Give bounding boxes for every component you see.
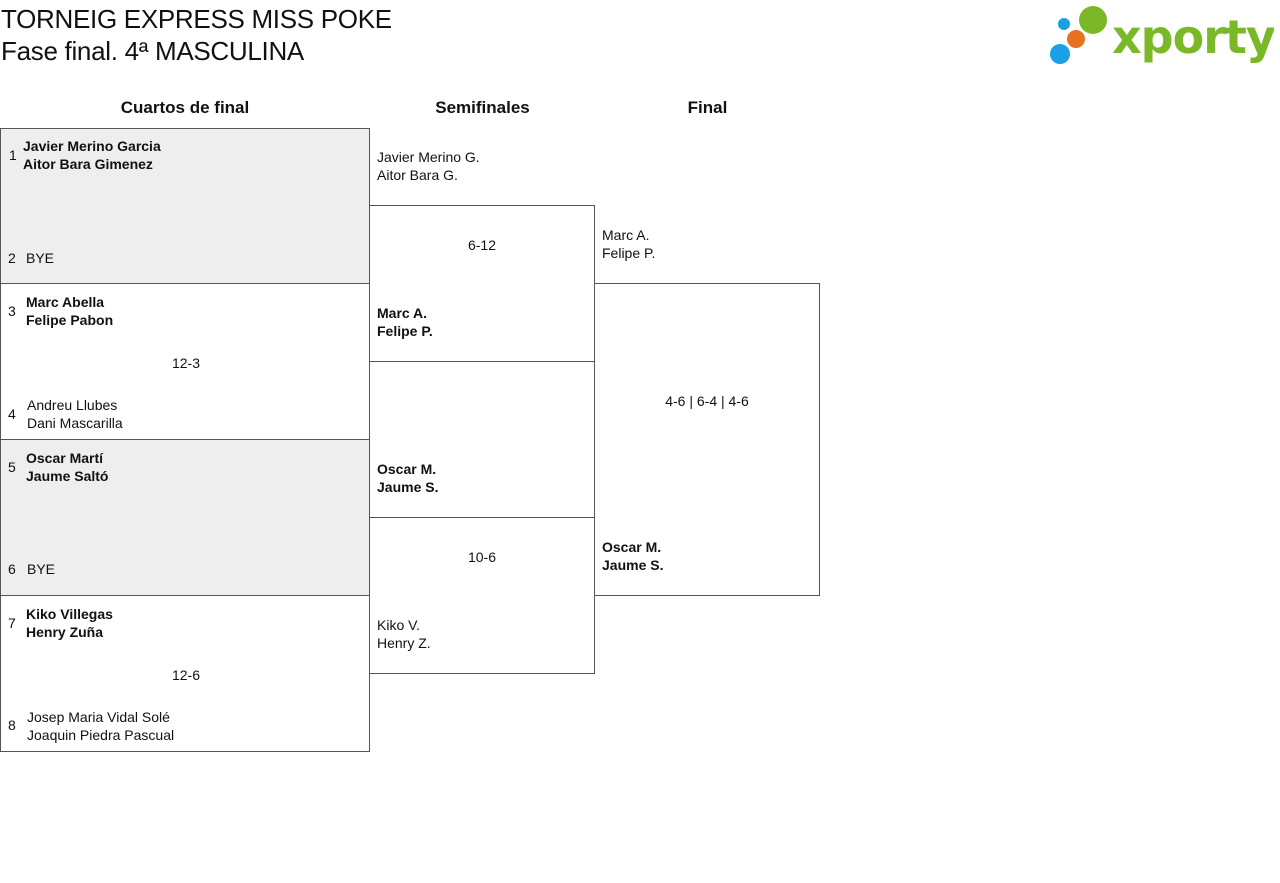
semifinal-match-2: 10-6 Kiko V. Henry Z.: [369, 517, 595, 674]
player-name: Marc A.: [602, 227, 650, 243]
player-name: Andreu Llubes: [27, 397, 118, 413]
final-match: 4-6 | 6-4 | 4-6 Oscar M. Jaume S.: [594, 283, 820, 596]
logo-dot-orange: [1067, 30, 1085, 48]
player-name: Joaquin Piedra Pascual: [27, 727, 175, 743]
match-score: 12-6: [171, 667, 201, 683]
logo-dot-blue-small: [1058, 18, 1070, 30]
team-bottom: Josep Maria Vidal Solé Joaquin Piedra Pa…: [27, 708, 174, 744]
team-bottom: BYE: [26, 249, 54, 267]
player-name: Javier Merino G.: [377, 149, 480, 165]
team-top: Kiko Villegas Henry Zuña: [26, 605, 113, 641]
seed-number: 5: [8, 459, 16, 475]
semifinal-1-team-bottom: Marc A. Felipe P.: [377, 304, 433, 340]
match-score: 6-12: [467, 237, 497, 253]
player-name: Kiko V.: [377, 617, 421, 633]
team-top: Javier Merino Garcia Aitor Bara Gimenez: [23, 137, 161, 173]
final-team-top: Marc A. Felipe P.: [602, 226, 655, 262]
player-name: Jaume S.: [602, 557, 664, 573]
match-score: 10-6: [467, 549, 497, 565]
player-name: Felipe Pabon: [26, 312, 114, 328]
player-name: Javier Merino Garcia: [23, 138, 161, 154]
round-header-quarterfinals: Cuartos de final: [120, 98, 250, 117]
player-name: Felipe P.: [377, 323, 433, 339]
match-score: 12-3: [171, 355, 201, 371]
team-bottom: BYE: [27, 560, 55, 578]
seed-number: 8: [8, 717, 16, 733]
team-bottom: Andreu Llubes Dani Mascarilla: [27, 396, 123, 432]
logo-wordmark: xporty: [1112, 10, 1274, 64]
player-name: Jaume S.: [377, 479, 439, 495]
tournament-subtitle: Fase final. 4ª MASCULINA: [1, 36, 304, 66]
semifinal-1-team-top: Javier Merino G. Aitor Bara G.: [377, 148, 480, 184]
semifinal-2-team-bottom: Kiko V. Henry Z.: [377, 616, 431, 652]
quarterfinal-match-2: 3 Marc Abella Felipe Pabon 12-3 4 Andreu…: [0, 283, 370, 440]
team-top: Oscar Martí Jaume Saltó: [26, 449, 108, 485]
player-name: Oscar M.: [602, 539, 662, 555]
player-name: Marc A.: [377, 305, 428, 321]
player-name: Henry Z.: [377, 635, 431, 651]
round-header-semifinals: Semifinales: [435, 98, 530, 117]
seed-number: 3: [8, 303, 16, 319]
player-name: Henry Zuña: [26, 624, 104, 640]
player-name: Oscar Martí: [26, 450, 104, 466]
quarterfinal-match-4: 7 Kiko Villegas Henry Zuña 12-6 8 Josep …: [0, 595, 370, 752]
player-name: Felipe P.: [602, 245, 656, 261]
team-top: Marc Abella Felipe Pabon: [26, 293, 113, 329]
player-name: BYE: [26, 250, 55, 266]
logo-dot-green: [1079, 6, 1107, 34]
player-name: Jaume Saltó: [26, 468, 109, 484]
player-name: Aitor Bara Gimenez: [23, 156, 153, 172]
seed-number: 7: [8, 615, 16, 631]
player-name: BYE: [27, 561, 56, 577]
final-team-bottom: Oscar M. Jaume S.: [602, 538, 663, 574]
player-name: Oscar M.: [377, 461, 437, 477]
seed-number: 6: [8, 561, 16, 577]
player-name: Kiko Villegas: [26, 606, 113, 622]
seed-number: 4: [8, 406, 16, 422]
seed-number: 1: [9, 147, 17, 163]
quarterfinal-match-3: 5 Oscar Martí Jaume Saltó 6 BYE: [0, 439, 370, 596]
player-name: Marc Abella: [26, 294, 105, 310]
round-header-final: Final: [687, 98, 728, 117]
player-name: Josep Maria Vidal Solé: [27, 709, 170, 725]
quarterfinal-match-1: 1 Javier Merino Garcia Aitor Bara Gimene…: [0, 128, 370, 284]
tournament-title: TORNEIG EXPRESS MISS POKE: [1, 4, 392, 34]
xporty-logo: xporty: [1050, 6, 1274, 64]
match-score: 4-6 | 6-4 | 4-6: [665, 393, 749, 409]
logo-dot-blue-large: [1050, 44, 1070, 64]
player-name: Aitor Bara G.: [377, 167, 458, 183]
player-name: Dani Mascarilla: [27, 415, 123, 431]
semifinal-2-team-top: Oscar M. Jaume S.: [377, 460, 438, 496]
semifinal-match-1: 6-12 Marc A. Felipe P.: [369, 205, 595, 362]
seed-number: 2: [8, 250, 16, 266]
